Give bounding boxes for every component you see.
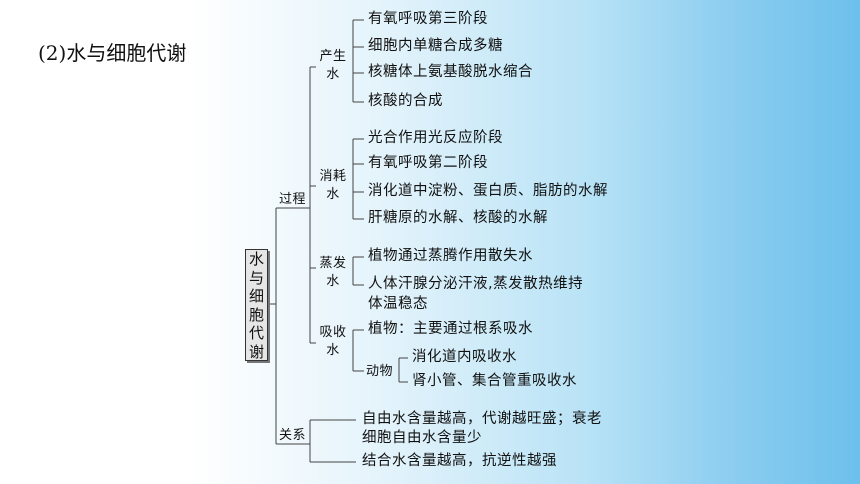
evaporate-label: 蒸发 水 bbox=[313, 255, 353, 291]
evaporate-label-line1: 蒸发 bbox=[319, 256, 347, 271]
animal-label: 动物 bbox=[366, 364, 394, 379]
absorb-plant: 植物：主要通过根系吸水 bbox=[368, 321, 533, 337]
process-label: 过程 bbox=[279, 192, 307, 207]
evaporate-label-line2: 水 bbox=[326, 274, 340, 289]
consume-label-line2: 水 bbox=[326, 187, 340, 202]
produce-item: 核酸的合成 bbox=[368, 93, 443, 109]
evaporate-item: 植物通过蒸腾作用散失水 bbox=[368, 248, 533, 264]
absorb-label-line2: 水 bbox=[326, 343, 340, 358]
produce-item: 细胞内单糖合成多糖 bbox=[368, 38, 503, 54]
relation-item: 结合水含量越高，抗逆性越强 bbox=[362, 453, 557, 469]
consume-item: 肝糖原的水解、核酸的水解 bbox=[368, 210, 548, 226]
relation-item: 自由水含量越高，代谢越旺盛；衰老 bbox=[362, 411, 602, 427]
absorb-label: 吸收 水 bbox=[313, 324, 353, 360]
relation-item: 细胞自由水含量少 bbox=[362, 430, 482, 446]
produce-item: 核糖体上氨基酸脱水缩合 bbox=[368, 64, 533, 80]
produce-label: 产生 水 bbox=[313, 48, 353, 84]
produce-label-line1: 产生 bbox=[319, 49, 347, 64]
consume-item: 有氧呼吸第二阶段 bbox=[368, 155, 488, 171]
animal-item: 消化道内吸收水 bbox=[412, 349, 517, 365]
evaporate-item: 人体汗腺分泌汗液,蒸发散热维持 bbox=[368, 276, 584, 292]
page-title: (2)水与细胞代谢 bbox=[38, 41, 187, 65]
produce-label-line2: 水 bbox=[326, 67, 340, 82]
root-node: 水与细胞代谢 bbox=[245, 249, 268, 361]
animal-item: 肾小管、集合管重吸收水 bbox=[412, 373, 577, 389]
absorb-label-line1: 吸收 bbox=[319, 325, 347, 340]
relation-label: 关系 bbox=[279, 428, 307, 443]
produce-item: 有氧呼吸第三阶段 bbox=[368, 11, 488, 27]
consume-label: 消耗 水 bbox=[313, 168, 353, 204]
consume-item: 光合作用光反应阶段 bbox=[368, 130, 503, 146]
evaporate-item: 体温稳态 bbox=[368, 296, 428, 312]
consume-item: 消化道中淀粉、蛋白质、脂肪的水解 bbox=[368, 183, 608, 199]
consume-label-line1: 消耗 bbox=[319, 169, 347, 184]
